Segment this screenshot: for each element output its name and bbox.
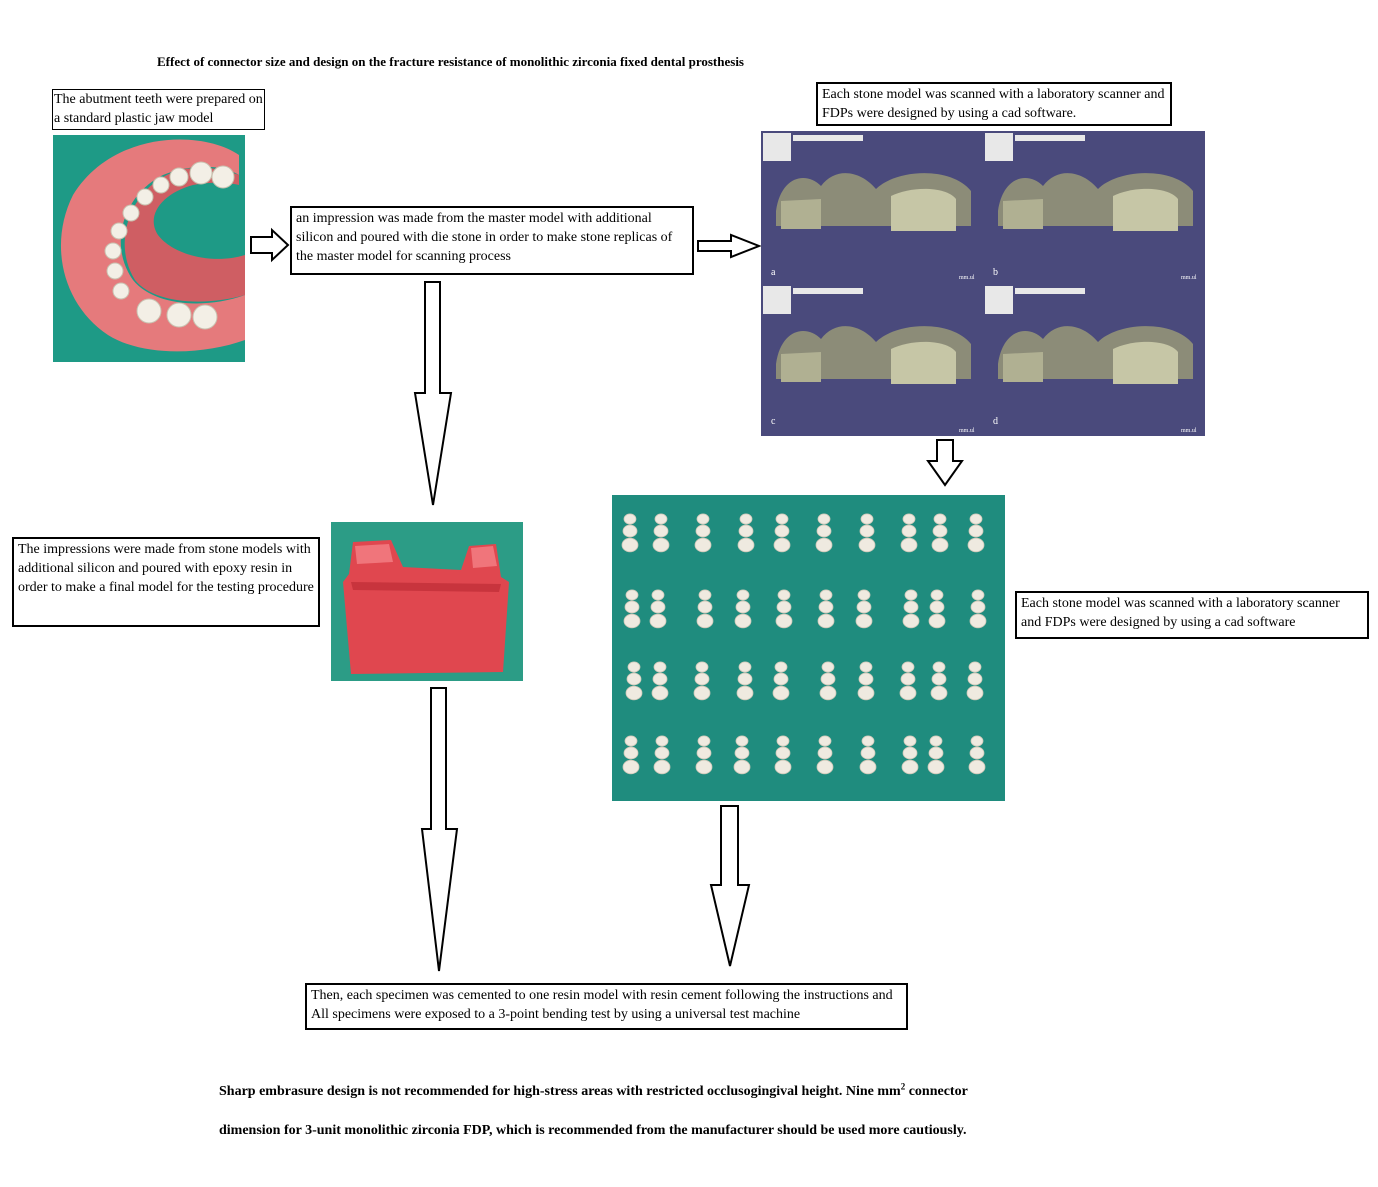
cad-tag-c: mm.ul — [959, 428, 975, 434]
cad-label-c: c — [771, 416, 776, 427]
cad-label-b: b — [993, 267, 998, 278]
step-epoxy-text: The impressions were made from stone mod… — [18, 542, 314, 595]
arrow-right-1 — [250, 227, 290, 263]
specimen — [622, 735, 640, 775]
specimen — [967, 513, 985, 553]
step-cemented-text: Then, each specimen was cemented to one … — [311, 988, 893, 1022]
cad-tag-b: mm.ul — [1181, 275, 1197, 281]
specimen — [773, 513, 791, 553]
conclusion-superscript: 2 — [900, 1081, 906, 1092]
specimen — [928, 589, 946, 629]
step-scan-right-text: Each stone model was scanned with a labo… — [1021, 596, 1340, 630]
step-epoxy-box: The impressions were made from stone mod… — [12, 537, 320, 627]
specimen — [774, 735, 792, 775]
specimen — [772, 661, 790, 701]
specimen — [816, 735, 834, 775]
cad-panel-c: c mm.ul — [763, 286, 975, 434]
specimen — [900, 513, 918, 553]
resin-model-photo — [331, 522, 523, 681]
specimen — [901, 735, 919, 775]
step-scan-top-text: Each stone model was scanned with a labo… — [822, 87, 1165, 121]
cad-tag-a: mm.ul — [959, 275, 975, 281]
specimen — [696, 589, 714, 629]
arrow-down-resin — [420, 687, 459, 972]
specimen — [737, 513, 755, 553]
arrow-down-cad — [926, 439, 964, 487]
specimen — [775, 589, 793, 629]
specimen — [694, 513, 712, 553]
specimen — [734, 589, 752, 629]
specimen — [927, 735, 945, 775]
cad-panel-b: b mm.ul — [985, 133, 1197, 281]
specimen — [857, 661, 875, 701]
specimen — [899, 661, 917, 701]
conclusion-text: Sharp embrasure design is not recommende… — [219, 1072, 1019, 1150]
diagram-title: Effect of connector size and design on t… — [157, 54, 744, 69]
specimen — [817, 589, 835, 629]
cad-label-a: a — [771, 267, 776, 278]
specimen — [652, 513, 670, 553]
specimen — [855, 589, 873, 629]
specimen — [653, 735, 671, 775]
step-abutment-box: The abutment teeth were prepared on a st… — [52, 89, 265, 130]
specimen — [621, 513, 639, 553]
specimen — [968, 735, 986, 775]
specimen — [693, 661, 711, 701]
specimen — [736, 661, 754, 701]
specimen — [649, 589, 667, 629]
specimen — [695, 735, 713, 775]
conclusion-part2: connector dimension for 3-unit monolithi… — [219, 1084, 968, 1138]
specimen — [931, 513, 949, 553]
specimen — [819, 661, 837, 701]
specimen — [969, 589, 987, 629]
specimen — [815, 513, 833, 553]
cad-panel-d: d mm.ul — [985, 286, 1197, 434]
specimen — [930, 661, 948, 701]
cad-label-d: d — [993, 416, 998, 427]
specimen — [733, 735, 751, 775]
specimen — [651, 661, 669, 701]
step-impression-text: an impression was made from the master m… — [296, 211, 673, 264]
step-cemented-box: Then, each specimen was cemented to one … — [305, 983, 908, 1030]
specimen — [966, 661, 984, 701]
specimen — [623, 589, 641, 629]
cad-design-image: a mm.ul b mm.ul c mm.ul d — [761, 131, 1205, 436]
arrow-down-specimens — [709, 805, 751, 967]
specimen — [858, 513, 876, 553]
arrow-right-2 — [697, 233, 762, 259]
specimen — [625, 661, 643, 701]
step-abutment-text: The abutment teeth were prepared on a st… — [54, 92, 263, 126]
specimens-photo — [612, 495, 1005, 801]
cad-tag-d: mm.ul — [1181, 428, 1197, 434]
step-scan-right-box: Each stone model was scanned with a labo… — [1015, 591, 1369, 639]
specimen — [902, 589, 920, 629]
conclusion-part1: Sharp embrasure design is not recommende… — [219, 1084, 901, 1099]
arrow-down-impression — [413, 281, 453, 506]
step-impression-box: an impression was made from the master m… — [290, 206, 694, 275]
jaw-model-photo — [53, 135, 245, 362]
cad-panel-a: a mm.ul — [763, 133, 975, 281]
step-scan-top-box: Each stone model was scanned with a labo… — [816, 82, 1172, 126]
specimen — [859, 735, 877, 775]
